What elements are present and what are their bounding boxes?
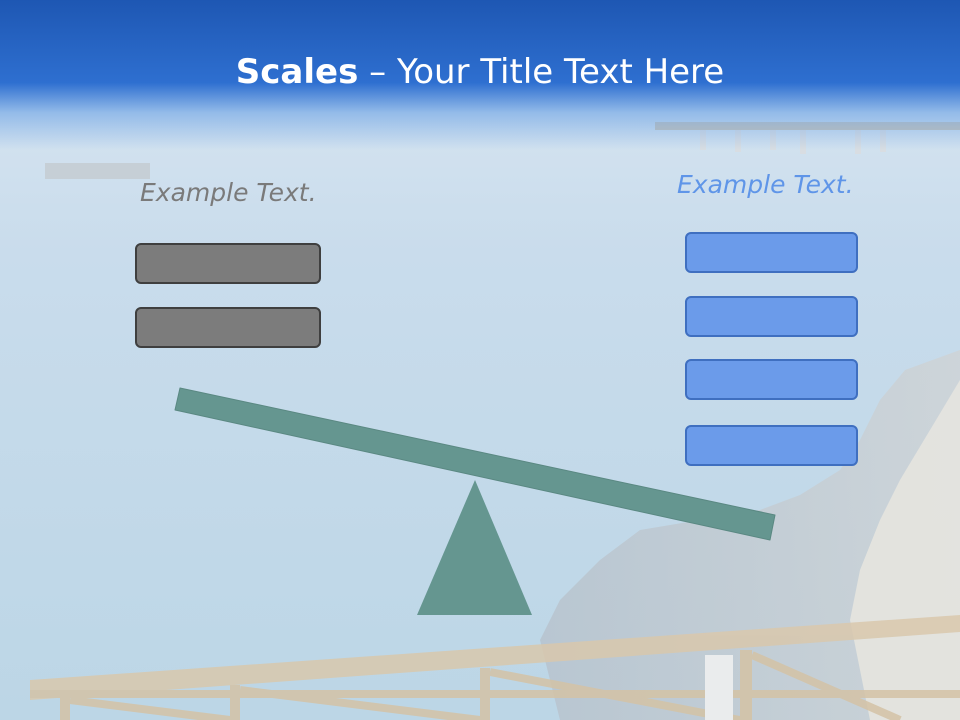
left-weight-box [135,243,321,284]
left-example-label: Example Text. [140,178,317,207]
slide-title: Scales – Your Title Text Here [0,52,960,92]
wooden-railing [30,615,960,720]
title-rest: – Your Title Text Here [358,52,725,92]
title-bold: Scales [235,52,359,92]
right-weight-box [685,232,858,273]
right-example-label: Example Text. [677,170,854,199]
right-weight-box [685,296,858,337]
right-weight-box [685,359,858,400]
title-bar [0,0,960,150]
left-weight-box [135,307,321,348]
floating-platform [45,163,150,179]
scale-beam [174,387,776,541]
right-weight-box [685,425,858,466]
scale-fulcrum [417,480,532,615]
